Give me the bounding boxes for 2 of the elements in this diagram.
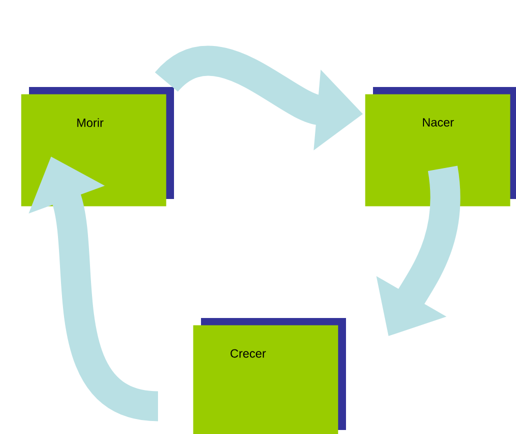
- process-box: Crecer: [193, 318, 346, 434]
- process-box: Nacer: [365, 87, 516, 206]
